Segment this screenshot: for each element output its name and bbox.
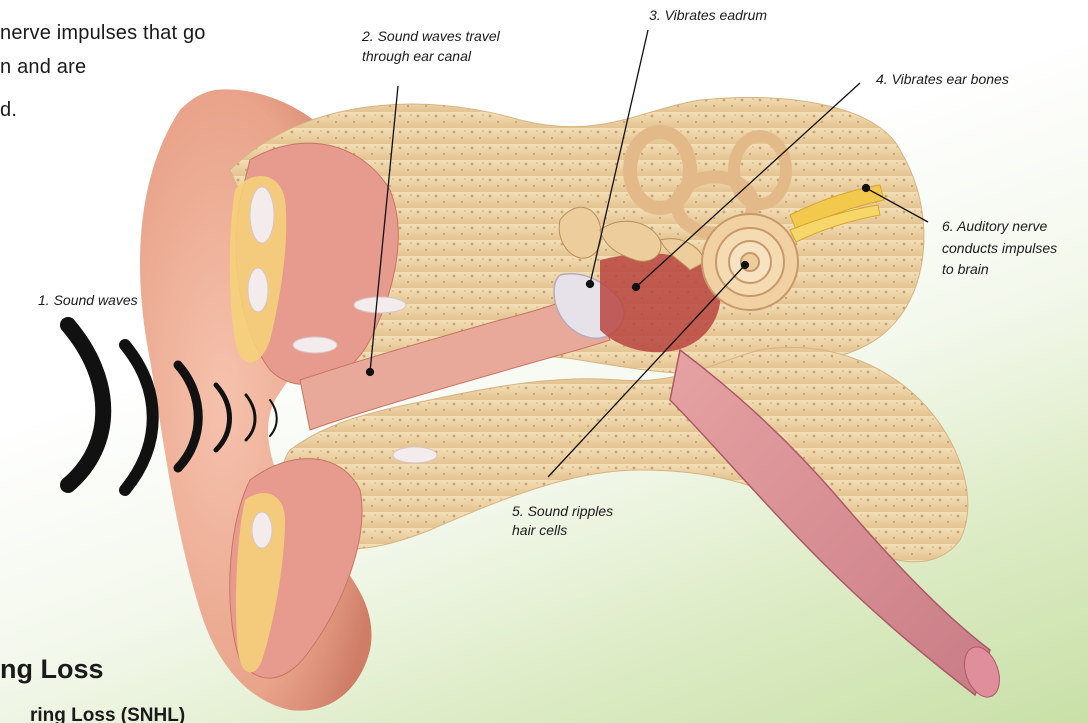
- intro-text-line-3: d.: [0, 95, 17, 125]
- label-step-2-line-2: through ear canal: [362, 47, 471, 66]
- intro-text-line-1: nerve impulses that go: [0, 18, 206, 48]
- label-step-2-line-1: 2. Sound waves travel: [362, 27, 500, 46]
- label-step-1: 1. Sound waves: [38, 291, 138, 310]
- label-step-6-line-2: conducts impulses: [942, 239, 1057, 258]
- label-step-5-line-1: 5. Sound ripples: [512, 502, 613, 521]
- label-step-6-line-1: 6. Auditory nerve: [942, 217, 1047, 236]
- label-step-6-line-3: to brain: [942, 260, 989, 279]
- label-step-4: 4. Vibrates ear bones: [876, 70, 1009, 89]
- intro-text-line-2: n and are: [0, 52, 86, 82]
- section-subheading: ring Loss (SNHL): [30, 705, 185, 723]
- label-step-3: 3. Vibrates eadrum: [649, 6, 767, 25]
- label-step-5-line-2: hair cells: [512, 521, 567, 540]
- section-heading: ng Loss: [0, 654, 104, 685]
